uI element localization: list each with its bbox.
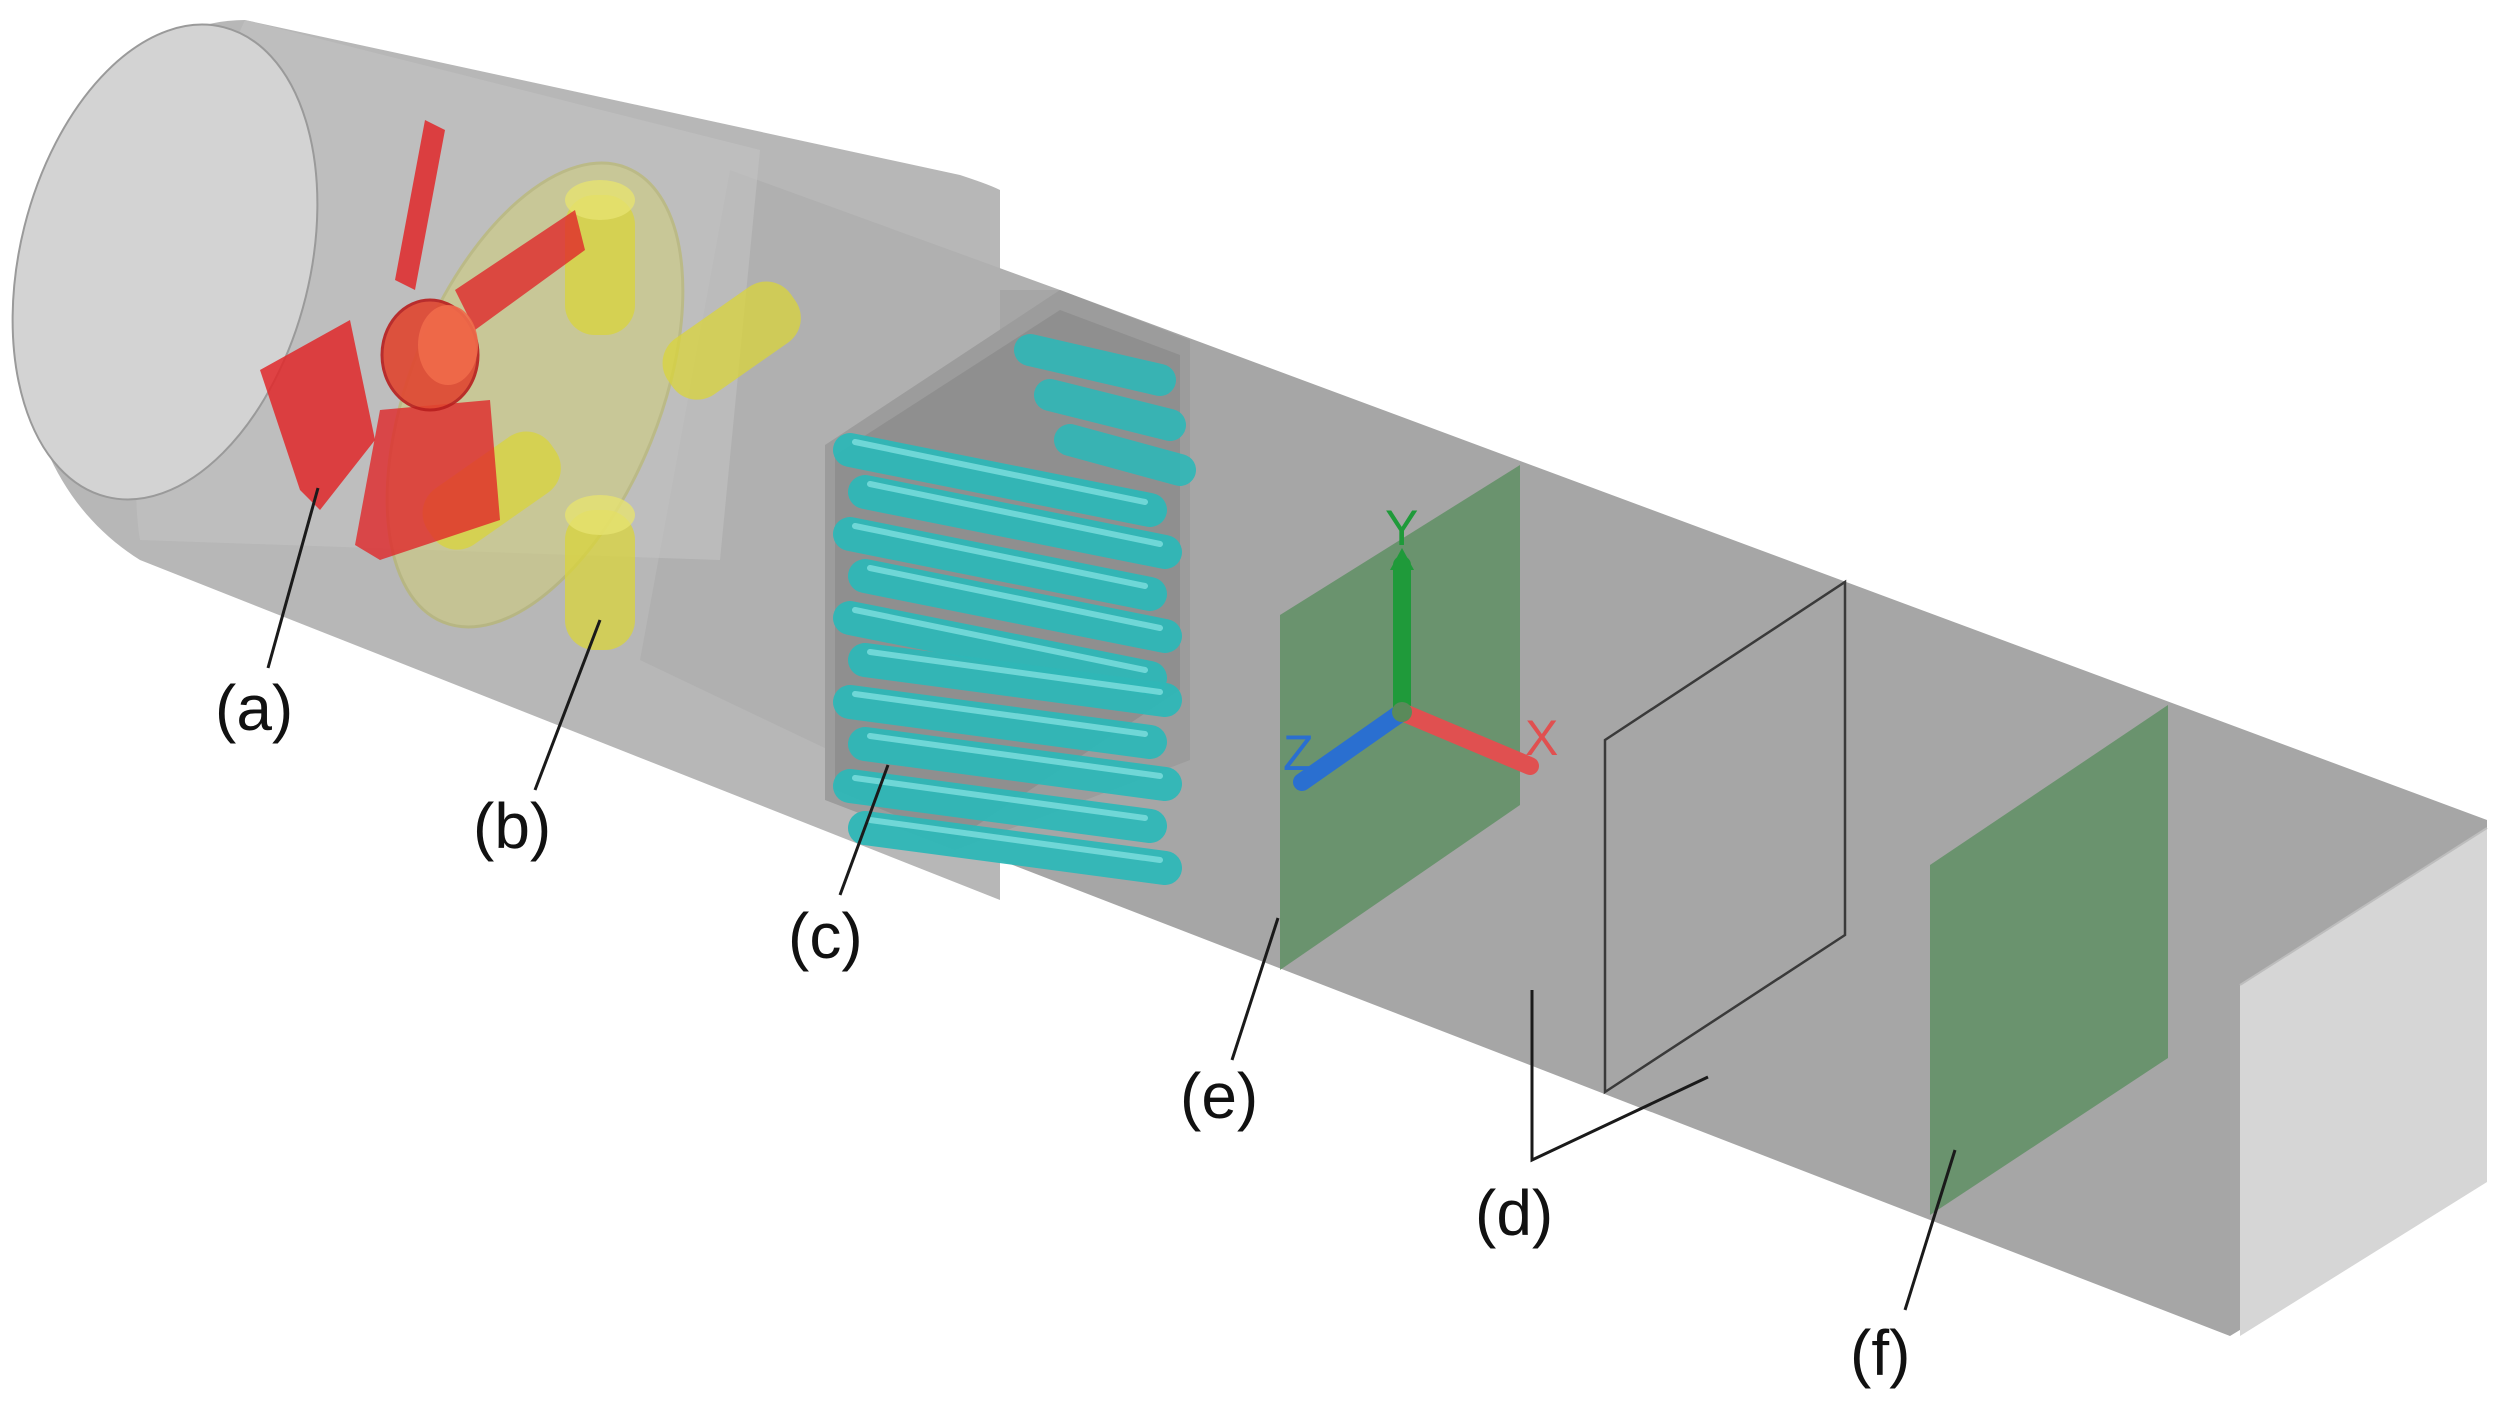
guide-vane-right: [662, 281, 801, 400]
outline-plane-d: [1603, 579, 1847, 1095]
cylinder-tube: [833, 433, 1167, 527]
outlet-face: [2240, 828, 2487, 1336]
cylinder-tube-highlight: [867, 733, 1163, 779]
leader-line-e: [1230, 917, 1280, 1061]
fan-blade-lower: [355, 400, 500, 560]
leader-line-c: [838, 764, 890, 896]
cylinder-tube-highlight: [852, 691, 1148, 737]
guide-vane-top-cap: [565, 180, 635, 220]
cylinder-tube-highlight: [852, 439, 1148, 505]
labels: (a) (b) (c) (e) (d) (f): [215, 672, 1910, 1389]
guide-vane-bottom: [565, 510, 635, 650]
fan-blade-left: [260, 320, 375, 510]
cylinder-tube: [848, 643, 1182, 717]
label-c: (c): [788, 900, 863, 972]
outlet-top-edge: [2239, 827, 2488, 986]
cylinder-tube: [1014, 334, 1176, 396]
label-a: (a): [215, 672, 293, 744]
leader-line-b: [533, 619, 602, 791]
cylinder-tube: [833, 769, 1167, 843]
axis-z-line: [1293, 703, 1411, 791]
label-f: (f): [1850, 1317, 1910, 1389]
cylinder-tubes: [833, 334, 1196, 885]
cylinder-tube: [833, 517, 1167, 611]
cylinder-tube: [848, 727, 1182, 801]
cylinder-tube: [833, 685, 1167, 759]
fan-blade-top: [395, 120, 445, 290]
axis-origin: [1392, 702, 1412, 722]
cylinder-bank: [825, 290, 1196, 885]
guide-vane-top: [565, 195, 635, 335]
cylinder-tube: [833, 601, 1167, 695]
leader-line-a: [266, 487, 320, 669]
cylinder-tube: [1054, 424, 1196, 486]
fan: [260, 120, 585, 560]
cylinder-tube-highlight: [867, 565, 1163, 631]
fan-hub-front: [418, 305, 478, 385]
axis-y-arrow: [1390, 548, 1414, 570]
cylinder-tube-highlight: [867, 481, 1163, 547]
axis-z-letter: Z: [1283, 725, 1314, 781]
cylinder-tube-highlight: [852, 775, 1148, 821]
cylinder-tube-highlight: [867, 649, 1163, 695]
fan-blade-upper-right: [455, 210, 585, 330]
leader-line-f: [1903, 1149, 1957, 1311]
axis-y-letter: Y: [1385, 500, 1418, 556]
cylinder-tube-highlight: [867, 817, 1163, 863]
axis-x-line: [1393, 703, 1539, 775]
leader-line-d: [1530, 990, 1709, 1163]
cylinder-tube: [848, 811, 1182, 885]
label-d: (d): [1475, 1177, 1553, 1249]
measurement-plane-f: [1930, 705, 2168, 1215]
guide-vane-bottom-cap: [565, 495, 635, 535]
axis-x-letter: X: [1525, 710, 1558, 766]
inlet-face: [11, 23, 319, 501]
coordinate-axes: Y X Z: [1283, 500, 1558, 791]
cylinder-tube-highlight: [852, 523, 1148, 589]
label-b: (b): [473, 790, 551, 862]
cylinder-tube: [848, 559, 1182, 653]
cylinder-tube: [1034, 379, 1186, 441]
cylinder-tube: [848, 475, 1182, 569]
cylinder-tube-highlight: [852, 607, 1148, 673]
label-e: (e): [1180, 1060, 1258, 1132]
duct: [11, 20, 2488, 1336]
leader-lines: [266, 487, 1957, 1311]
